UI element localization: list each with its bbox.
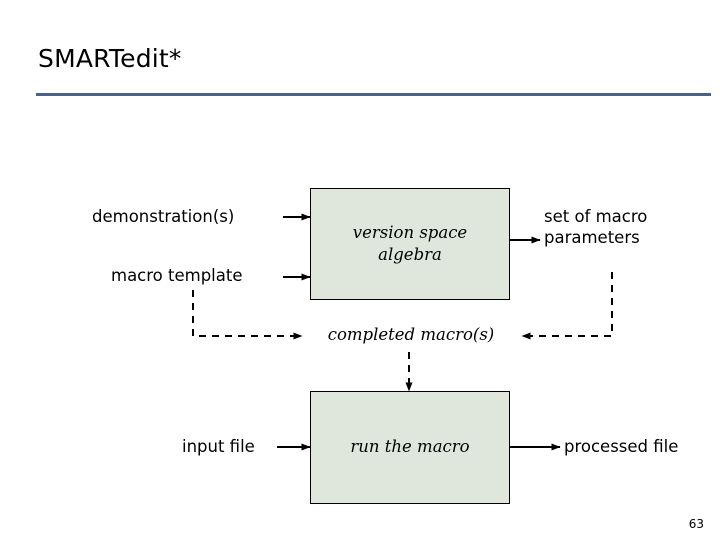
process-box-label-line1: version space — [352, 222, 468, 242]
slide-number: 63 — [688, 517, 704, 531]
title-divider — [36, 93, 711, 96]
label-demonstrations: demonstration(s) — [92, 207, 235, 226]
edge-macro-template-to-completed-macros — [192, 290, 303, 340]
process-box-version-space-algebra[interactable]: version space algebra — [310, 188, 510, 300]
page-title: SMARTedit* — [38, 44, 182, 73]
process-box-run-the-macro[interactable]: run the macro — [310, 391, 510, 504]
edge-macro-parameters-to-completed-macros — [521, 272, 613, 340]
label-input-file: input file — [182, 437, 255, 456]
label-set-of-macro-parameters: set of macro parameters — [544, 207, 648, 247]
process-box-label-line1: run the macro — [350, 437, 470, 457]
process-box-label-line2: algebra — [378, 245, 442, 264]
label-macro-template: macro template — [111, 266, 243, 285]
process-box-label: run the macro — [350, 436, 469, 458]
label-completed-macros: completed macro(s) — [327, 325, 495, 344]
label-processed-file: processed file — [564, 437, 679, 456]
process-box-label: version space algebra — [353, 222, 467, 267]
